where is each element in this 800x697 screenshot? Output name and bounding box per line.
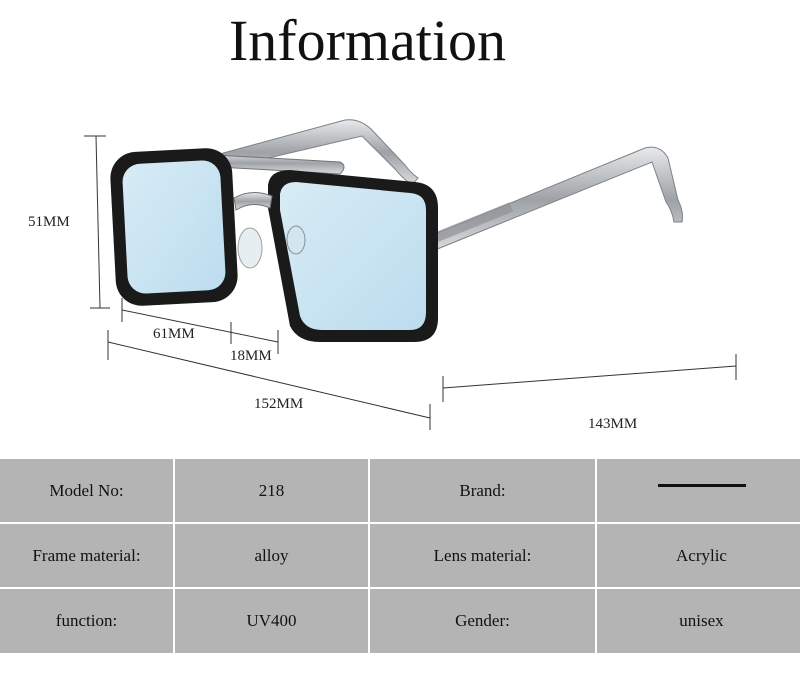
spec-value-gender: unisex [597, 589, 800, 653]
lens-width-label: 61MM [153, 326, 195, 342]
spec-label-function: function: [0, 589, 173, 653]
height-label: 51MM [28, 214, 70, 230]
product-dimension-diagram: 51MM 61MM 18MM 152MM 143MM [0, 90, 800, 450]
spec-label-gender: Gender: [370, 589, 595, 653]
spec-value-brand [597, 459, 800, 522]
nose-pad [237, 227, 263, 269]
spec-label-frame-material: Frame material: [0, 524, 173, 587]
spec-label-model: Model No: [0, 459, 173, 522]
page-title: Information [228, 8, 507, 73]
spec-value-model: 218 [175, 459, 368, 522]
spec-value-frame-material: alloy [175, 524, 368, 587]
spec-value-lens-material: Acrylic [597, 524, 800, 587]
glasses-illustration [84, 119, 737, 430]
temple-hinge-pattern [426, 202, 514, 246]
right-lens [280, 182, 426, 330]
left-lens [122, 160, 226, 294]
back-temple [189, 119, 419, 186]
spec-value-function: UV400 [175, 589, 368, 653]
bridge-label: 18MM [230, 348, 272, 364]
front-temple [419, 146, 683, 253]
nose-pad-right [286, 225, 306, 255]
specification-table: Model No: 218 Brand: Frame material: all… [0, 459, 800, 653]
spec-label-brand: Brand: [370, 459, 595, 522]
spec-label-lens-material: Lens material: [370, 524, 595, 587]
frame-width-label: 152MM [254, 396, 304, 412]
temple-length-label: 143MM [588, 416, 638, 432]
dimension-lines [84, 135, 737, 430]
bridge [233, 192, 273, 211]
brand-empty-dash [657, 484, 746, 487]
